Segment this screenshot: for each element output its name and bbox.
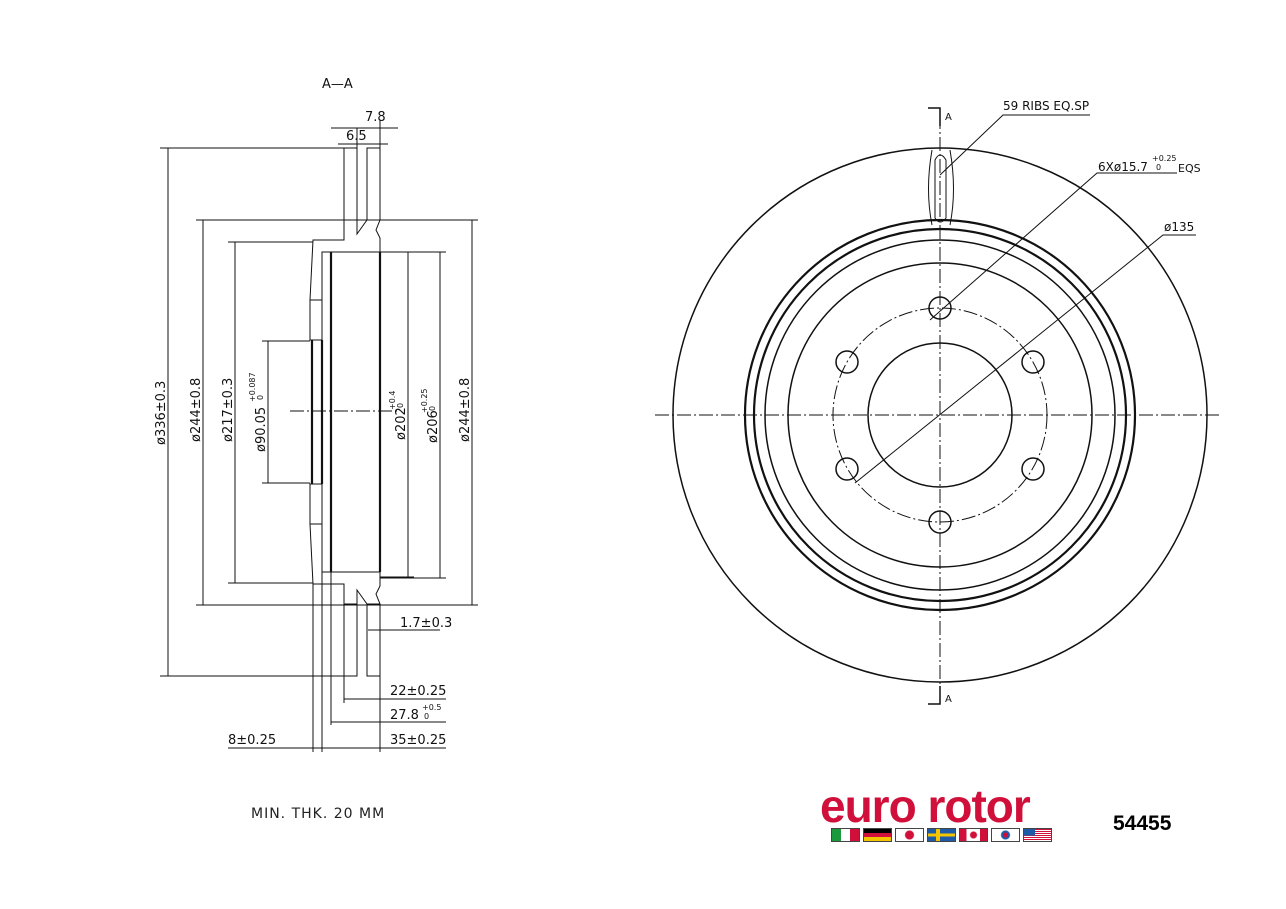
- section-marker-bottom: A: [945, 694, 952, 705]
- section-label: A—A: [322, 77, 353, 92]
- svg-text:0: 0: [396, 403, 405, 408]
- brand-logo: euro rotor: [820, 780, 1031, 832]
- ribs-note: 59 RIBS EQ.SP: [1003, 99, 1089, 113]
- japan-flag-icon: [895, 828, 924, 842]
- svg-text:27.8: 27.8: [390, 708, 419, 723]
- flag-strip: [831, 828, 1052, 842]
- dim-7-8: 7.8: [365, 110, 386, 125]
- svg-text:ø206: ø206: [426, 410, 441, 443]
- sweden-flag-icon: [927, 828, 956, 842]
- dim-217: ø217±0.3: [221, 378, 236, 442]
- svg-text:ø202: ø202: [394, 407, 409, 440]
- dim-35: 35±0.25: [390, 733, 446, 748]
- svg-text:+0.4: +0.4: [388, 391, 397, 410]
- svg-text:6Xø15.7: 6Xø15.7: [1098, 160, 1148, 174]
- korea-flag-icon: [991, 828, 1020, 842]
- svg-text:+0.087: +0.087: [248, 372, 257, 402]
- dim-244-left: ø244±0.8: [189, 378, 204, 442]
- svg-text:0: 0: [256, 395, 265, 400]
- svg-text:ø90.05: ø90.05: [254, 407, 269, 452]
- holes-note: 6Xø15.7 +0.25 0 EQS: [1098, 154, 1201, 175]
- svg-text:+0.25: +0.25: [420, 388, 429, 413]
- usa-flag-icon: [1023, 828, 1052, 842]
- svg-text:0: 0: [428, 406, 437, 411]
- section-view: A—A: [154, 77, 478, 752]
- svg-text:0: 0: [1156, 163, 1161, 172]
- germany-flag-icon: [863, 828, 892, 842]
- min-thickness-note: MIN. THK. 20 MM: [251, 806, 386, 822]
- bolt-circle-note: ø135: [1164, 220, 1194, 234]
- bolt-holes: [835, 296, 1045, 534]
- front-view: A A 59 RIBS EQ.SP 6Xø15.7 +0.25 0 EQS ø1…: [655, 99, 1222, 705]
- section-marker-top: A: [945, 112, 952, 123]
- dim-336: ø336±0.3: [154, 381, 169, 445]
- dim-27-8: 27.8 +0.5 0: [390, 703, 441, 723]
- part-number: 54455: [1113, 812, 1172, 835]
- dim-202: ø202 +0.4 0: [388, 391, 409, 440]
- svg-text:0: 0: [424, 712, 429, 721]
- dim-22: 22±0.25: [390, 684, 446, 699]
- dim-206: ø206 +0.25 0: [420, 388, 441, 443]
- canada-flag-icon: [959, 828, 988, 842]
- svg-text:EQS: EQS: [1178, 162, 1201, 175]
- svg-text:+0.25: +0.25: [1152, 154, 1177, 163]
- svg-text:+0.5: +0.5: [422, 703, 441, 712]
- dim-244-right: ø244±0.8: [458, 378, 473, 442]
- dim-8: 8±0.25: [228, 733, 276, 748]
- dim-6-5: 6.5: [346, 129, 367, 144]
- italy-flag-icon: [831, 828, 860, 842]
- dim-1-7: 1.7±0.3: [400, 616, 452, 631]
- dim-90-05: ø90.05 +0.087 0: [248, 372, 269, 452]
